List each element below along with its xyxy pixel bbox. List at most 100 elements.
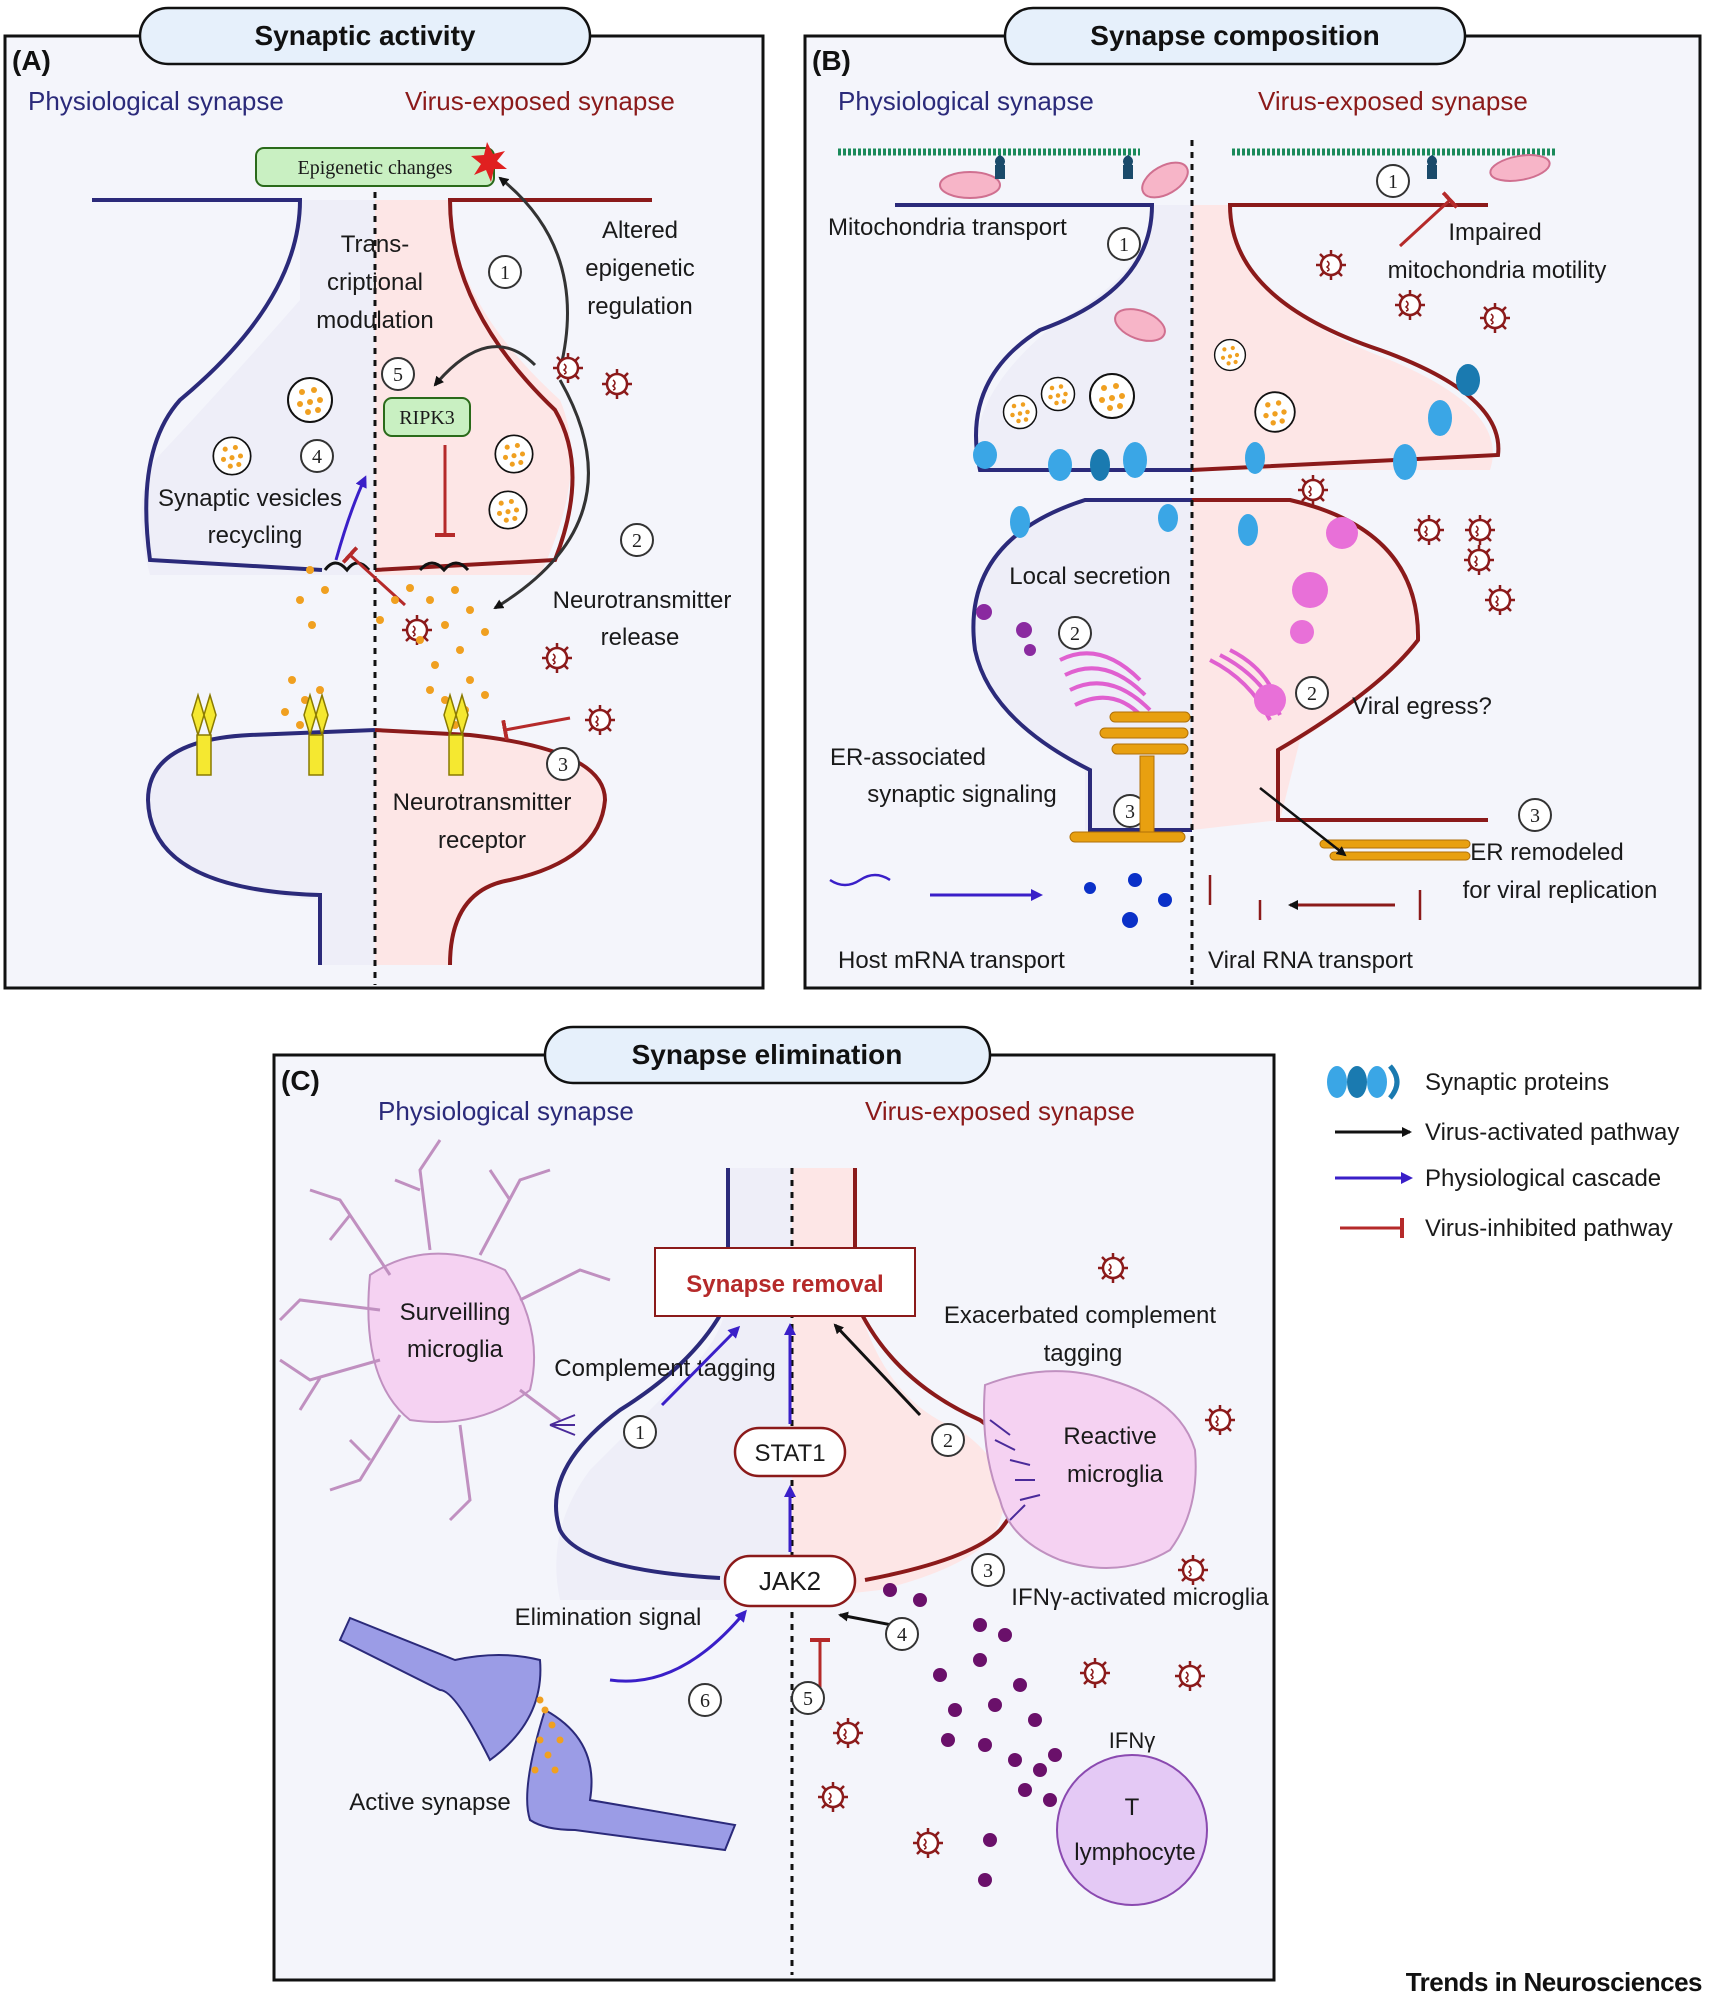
t-label-2: lymphocyte — [1074, 1839, 1195, 1866]
viral-egress-label: Viral egress? — [1352, 693, 1492, 720]
virus-icon — [1462, 543, 1496, 577]
complement-arrow — [660, 1325, 741, 1407]
vesicle-icon — [1040, 376, 1076, 412]
panel-b-pre-phys-outline — [895, 203, 1192, 472]
panel-b-step-2b: 2 — [1295, 676, 1329, 710]
impaired-label-1: Impaired — [1448, 219, 1541, 246]
exacerbated-label-1: Exacerbated complement — [944, 1302, 1216, 1329]
exacerbated-label-2: tagging — [1044, 1340, 1123, 1367]
complement-tagging-label: Complement tagging — [554, 1355, 775, 1382]
synapse-removal-label: Synapse removal — [686, 1271, 883, 1298]
virus-icon — [1463, 513, 1497, 547]
legend-synaptic-proteins: Synaptic proteins — [1425, 1069, 1609, 1096]
panel-c-step-2: 2 — [931, 1423, 965, 1457]
surveilling-label-1: Surveilling — [400, 1299, 511, 1326]
panel-a-pre-virus-fill — [375, 200, 572, 575]
panel-b-step-1b: 1 — [1107, 227, 1141, 261]
elimination-signal-label: Elimination signal — [515, 1604, 702, 1631]
er-assoc-label-2: synaptic signaling — [867, 781, 1056, 808]
ripk3-arrow — [433, 345, 537, 387]
nt-release-label-2: release — [601, 624, 680, 651]
virus-icon — [551, 351, 585, 385]
journal-footer: Trends in Neurosciences — [1405, 1967, 1703, 1997]
er-remod-label-2: for viral replication — [1463, 877, 1658, 904]
ifng-label: IFNγ — [1109, 1728, 1155, 1753]
panel-a-step-2: 2 — [620, 523, 654, 557]
vesicles-label-2: recycling — [208, 522, 303, 549]
virus-icon — [1483, 583, 1517, 617]
virus-icon — [816, 1780, 850, 1814]
elimination-arrow — [609, 1609, 747, 1683]
virus-icon — [1296, 473, 1330, 507]
panel-b-tag: (B) — [812, 45, 851, 76]
virus-icon — [1412, 513, 1446, 547]
active-synapse-label: Active synapse — [349, 1789, 510, 1816]
trans-label-3: modulation — [316, 307, 433, 334]
reactive-label-1: Reactive — [1063, 1423, 1156, 1450]
panel-a-title-pill — [138, 6, 592, 66]
host-mrna-label: Host mRNA transport — [838, 947, 1065, 974]
panel-c-step-4-label: 4 — [897, 1624, 907, 1646]
virus-icon — [583, 703, 617, 737]
receptor-inhibition — [501, 716, 571, 741]
panel-c-step-6-label: 6 — [700, 1690, 710, 1712]
panel-a-step-1: 1 — [488, 255, 522, 289]
vesicle-recycling-arrow — [334, 475, 367, 561]
virus-icon — [1096, 1251, 1130, 1285]
virus-icon — [831, 1716, 865, 1750]
panel-c-step-5: 5 — [791, 1681, 825, 1715]
panel-c-title-pill — [543, 1025, 992, 1085]
altered-label-2: epigenetic — [585, 255, 694, 282]
panel-a-step-4-label: 4 — [312, 446, 322, 468]
nt-release-label-1: Neurotransmitter — [553, 587, 732, 614]
stat1-box — [733, 1426, 847, 1478]
panel-a-step-3-label: 3 — [558, 754, 568, 776]
er-remod-label-1: ER remodeled — [1470, 839, 1623, 866]
burst-icon — [471, 142, 507, 182]
panel-c-step-1: 1 — [623, 1415, 657, 1449]
virus-icon — [1176, 1553, 1210, 1587]
surveilling-microglia-icon — [278, 1139, 611, 1522]
receptor-icon — [191, 692, 469, 776]
virus-icon — [1478, 301, 1512, 335]
panel-b-title: Synapse composition — [1090, 20, 1379, 51]
ribosome-icon — [1084, 873, 1172, 928]
epigenetic-arrow — [498, 176, 569, 371]
impaired-label-2: mitochondria motility — [1388, 257, 1607, 284]
panel-b-step-3b-label: 3 — [1530, 805, 1540, 827]
altered-label-1: Altered — [602, 217, 678, 244]
panel-a-post-phys-fill — [148, 730, 375, 965]
legend-virus-activated: Virus-activated pathway — [1425, 1119, 1679, 1146]
ripk3-label: RIPK3 — [399, 407, 455, 429]
panel-b-step-3a: 3 — [1113, 794, 1147, 828]
golgi-icon — [1059, 648, 1282, 722]
panel-c-step-2-label: 2 — [943, 1430, 953, 1452]
panel-a-step-5: 5 — [381, 357, 415, 391]
jak2-box — [723, 1554, 857, 1608]
complement-tag-icon — [549, 1414, 1041, 1521]
panel-a-pre-phys-fill — [141, 200, 375, 575]
panel-b-step-2a: 2 — [1058, 616, 1092, 650]
jak2-label: JAK2 — [759, 1566, 821, 1596]
host-mrna-icon — [829, 873, 891, 887]
panel-c-title: Synapse elimination — [632, 1039, 903, 1070]
virus-icon — [540, 641, 574, 675]
panel-c-virus-label: Virus-exposed synapse — [865, 1096, 1135, 1126]
legend-physiological-cascade: Physiological cascade — [1425, 1165, 1661, 1192]
local-secretion-label: Local secretion — [1009, 563, 1170, 590]
vesicle-icon — [494, 434, 534, 474]
vesicles-label-1: Synaptic vesicles — [158, 485, 342, 512]
trans-label-1: Trans- — [341, 231, 409, 258]
legend: Synaptic proteins Virus-activated pathwa… — [1327, 1064, 1679, 1242]
surveilling-label-2: microglia — [407, 1336, 504, 1363]
panel-a-phys-label: Physiological synapse — [28, 86, 284, 116]
epigenetic-changes-label: Epigenetic changes — [298, 157, 453, 179]
virus-icon — [600, 367, 634, 401]
panel-a-step-1-label: 1 — [500, 262, 510, 284]
viral-rna-label: Viral RNA transport — [1208, 947, 1413, 974]
panel-b-step-3a-label: 3 — [1125, 801, 1135, 823]
vesicle-icon — [212, 436, 252, 476]
panel-b-title-pill — [1003, 6, 1467, 66]
panel-a-step-3: 3 — [546, 747, 580, 781]
panel-a-step-4: 4 — [300, 439, 334, 473]
